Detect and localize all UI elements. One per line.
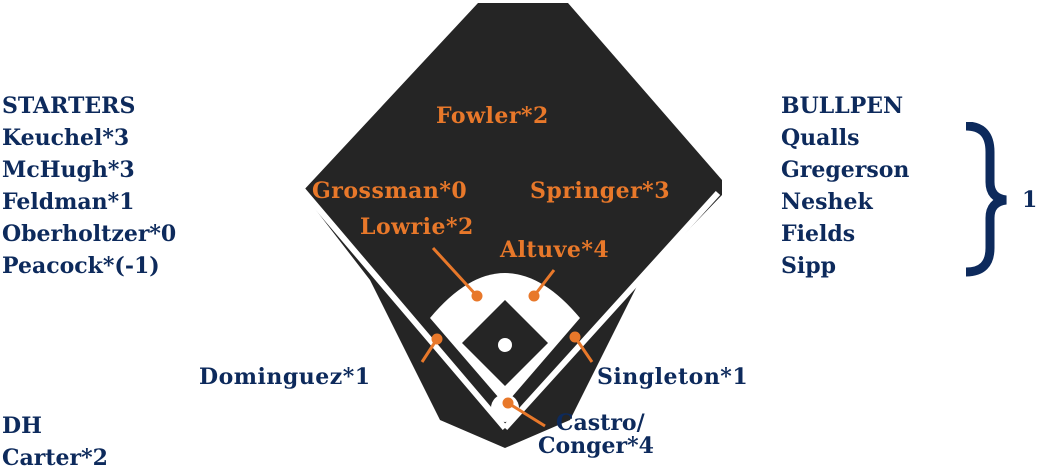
dh-list: DH Carter*2: [2, 410, 108, 474]
starter-item: Peacock*(-1): [2, 253, 160, 279]
second-base-marker: [528, 290, 540, 302]
first-base-label: Singleton*1: [597, 364, 749, 390]
bullpen-brace: [965, 122, 1007, 277]
bullpen-group-value: 1: [1022, 187, 1037, 213]
left-field-label: Grossman*0: [312, 178, 468, 204]
pitchers-mound: [498, 338, 512, 352]
starters-heading: STARTERS: [2, 93, 136, 119]
first-base-marker: [569, 331, 581, 343]
center-field-label: Fowler*2: [436, 103, 549, 129]
bullpen-item: Fields: [781, 221, 856, 247]
shortstop-label: Lowrie*2: [360, 214, 474, 240]
starter-item: Feldman*1: [2, 189, 135, 215]
starter-item: Oberholtzer*0: [2, 221, 177, 247]
field-shape: [302, 3, 722, 448]
bullpen-item: Sipp: [781, 253, 837, 279]
dh-item: Carter*2: [2, 445, 108, 471]
dh-heading: DH: [2, 413, 42, 439]
bullpen-item: Neshek: [781, 189, 873, 215]
starter-item: Keuchel*3: [2, 125, 130, 151]
left-foul-line: [297, 185, 508, 430]
catcher-label-line2: Conger*4: [538, 433, 654, 459]
shortstop-pointer: [431, 246, 479, 298]
shortstop-marker: [471, 290, 483, 302]
bullpen-list: BULLPEN Qualls Gregerson Neshek Fields S…: [781, 90, 909, 282]
third-base-label: Dominguez*1: [199, 364, 371, 390]
bullpen-heading: BULLPEN: [781, 93, 904, 119]
bullpen-item: Qualls: [781, 125, 860, 151]
bullpen-item: Gregerson: [781, 157, 910, 183]
starters-list: STARTERS Keuchel*3 McHugh*3 Feldman*1 Ob…: [2, 90, 176, 282]
right-foul-line: [502, 190, 721, 431]
catcher-label-line1: Castro/: [556, 410, 645, 436]
right-field-label: Springer*3: [530, 178, 670, 204]
catcher-label: Castro/ Conger*4: [538, 412, 654, 458]
catcher-pointer: [507, 401, 546, 428]
starter-item: McHugh*3: [2, 157, 135, 183]
second-base-label: Altuve*4: [500, 237, 610, 263]
third-base-marker: [431, 333, 443, 345]
catcher-marker: [502, 397, 514, 409]
